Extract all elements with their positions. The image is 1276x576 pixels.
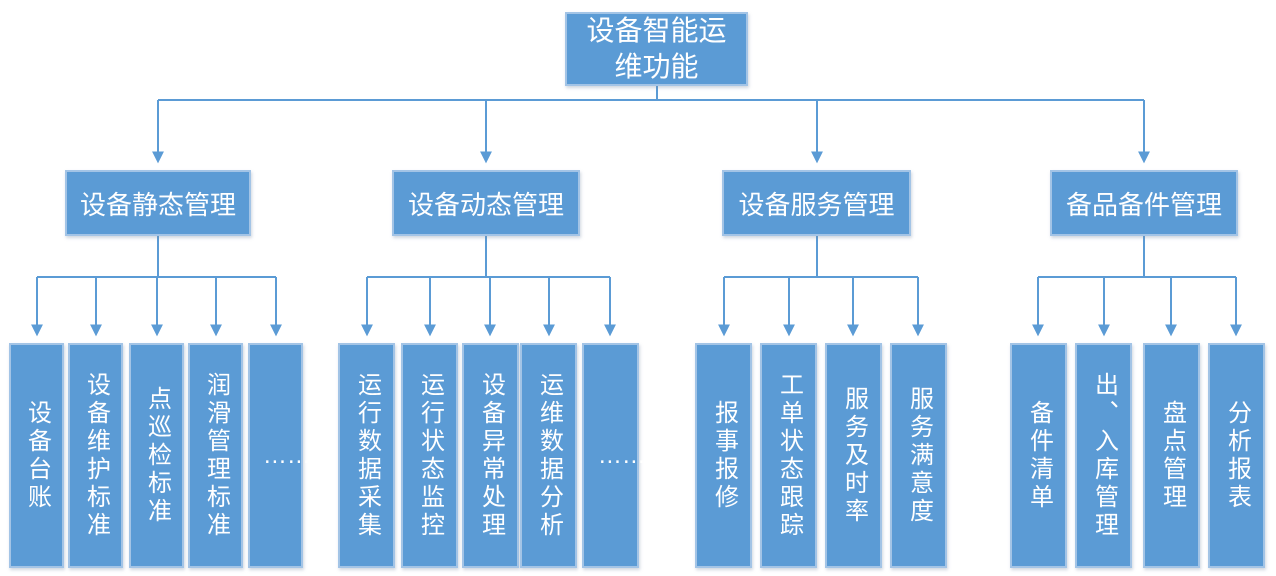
leaf-label: 盘点管理	[1158, 399, 1186, 512]
node-leaf-lubrication-standard: 润滑管理标准	[188, 343, 243, 568]
leaf-label: 出、入库管理	[1090, 371, 1118, 540]
leaf-label: 设备维护标准	[82, 371, 110, 540]
leaf-label: 设备台账	[23, 399, 51, 512]
branch-label: 设备静态管理	[79, 189, 236, 220]
leaf-label: 报事报修	[710, 399, 738, 512]
node-leaf-incident-repair-report: 报事报修	[695, 343, 752, 568]
node-branch-spareparts-mgmt: 备品备件管理	[1050, 170, 1238, 236]
node-leaf-equipment-ledger: 设备台账	[9, 343, 64, 568]
node-root-label: 设备智能运维功能	[586, 15, 727, 82]
leaf-label: 服务及时率	[840, 385, 868, 526]
node-leaf-service-satisfaction: 服务满意度	[890, 343, 947, 568]
leaf-label: 运行数据采集	[353, 371, 381, 540]
node-leaf-om-data-analysis: 运维数据分析	[520, 343, 577, 568]
branch-label: 设备服务管理	[738, 189, 895, 220]
leaf-label: 备件清单	[1025, 399, 1053, 512]
node-leaf-data-collection: 运行数据采集	[338, 343, 395, 568]
connector-branch-dynamic	[361, 236, 616, 337]
connector-root	[152, 86, 1150, 164]
connector-branch-spareparts	[1032, 236, 1242, 337]
branch-label: 设备动态管理	[407, 189, 564, 220]
leaf-label: 点巡检标准	[143, 385, 171, 526]
leaf-label: 工单状态跟踪	[775, 371, 803, 540]
leaf-label: 服务满意度	[905, 385, 933, 526]
node-leaf-abnormality-handling: 设备异常处理	[462, 343, 519, 568]
node-leaf-maintenance-standard: 设备维护标准	[68, 343, 123, 568]
node-leaf-static-ellipsis: ……	[248, 343, 311, 568]
leaf-label: 运行状态监控	[416, 371, 444, 540]
node-root: 设备智能运维功能	[565, 12, 748, 86]
leaf-label: 分析报表	[1223, 399, 1251, 512]
connector-branch-service	[718, 236, 924, 337]
node-leaf-spareparts-list: 备件清单	[1010, 343, 1067, 568]
node-leaf-workorder-tracking: 工单状态跟踪	[760, 343, 817, 568]
node-leaf-dynamic-ellipsis: ……	[582, 343, 646, 568]
leaf-label: 润滑管理标准	[202, 371, 230, 540]
leaf-label: 运维数据分析	[535, 371, 563, 540]
node-leaf-analysis-reports: 分析报表	[1208, 343, 1265, 568]
leaf-label: ……	[597, 441, 646, 469]
node-leaf-inspection-standard: 点巡检标准	[129, 343, 184, 568]
node-leaf-service-timeliness: 服务及时率	[825, 343, 882, 568]
node-branch-dynamic-mgmt: 设备动态管理	[392, 170, 580, 236]
connector-branch-static	[31, 236, 282, 337]
branch-label: 备品备件管理	[1065, 189, 1222, 220]
node-leaf-status-monitoring: 运行状态监控	[401, 343, 458, 568]
node-leaf-warehouse-in-out-mgmt: 出、入库管理	[1075, 343, 1132, 568]
node-branch-service-mgmt: 设备服务管理	[722, 170, 911, 236]
leaf-label: ……	[262, 441, 311, 469]
leaf-label: 设备异常处理	[477, 371, 505, 540]
node-leaf-stocktaking-mgmt: 盘点管理	[1143, 343, 1200, 568]
node-branch-static-mgmt: 设备静态管理	[65, 170, 251, 236]
